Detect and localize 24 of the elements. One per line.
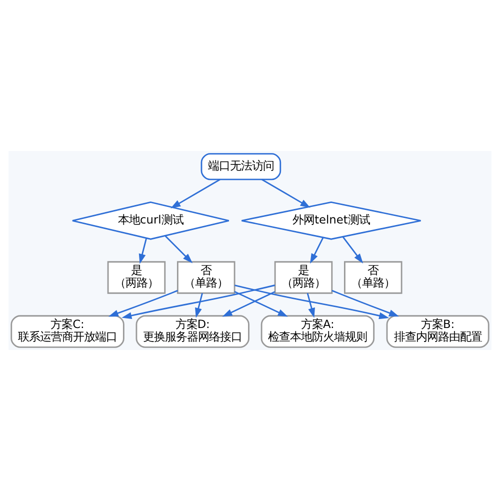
arrow [234, 290, 288, 316]
node-box: 方案A: 检查本地防火墙规则 [260, 314, 375, 348]
arrow [342, 236, 364, 264]
arrow [138, 238, 148, 264]
arrow [164, 234, 193, 263]
node-box: 方案D: 更换服务器网络接口 [136, 314, 250, 348]
arrow [332, 289, 399, 316]
node-box: 端口无法访问 [200, 152, 282, 180]
arrow [108, 289, 178, 316]
arrow [195, 292, 203, 318]
node-box: 否 （单路） [344, 260, 402, 294]
node-box: 方案C: 联系运营商开放端口 [10, 314, 124, 348]
node-box: 是 （两路） [107, 260, 166, 294]
arrow [170, 178, 220, 208]
arrow [262, 178, 310, 208]
arrow [122, 284, 276, 319]
node-box: 方案B: 排查内网路由配置 [386, 314, 490, 348]
arrow [234, 284, 390, 319]
arrow [222, 290, 276, 316]
node-box: 否 （单路） [176, 260, 236, 294]
node-box: 是 （两路） [274, 260, 333, 294]
arrow [310, 236, 324, 264]
arrow [306, 292, 315, 318]
node-diamond: 外网telnet测试 [240, 200, 422, 240]
